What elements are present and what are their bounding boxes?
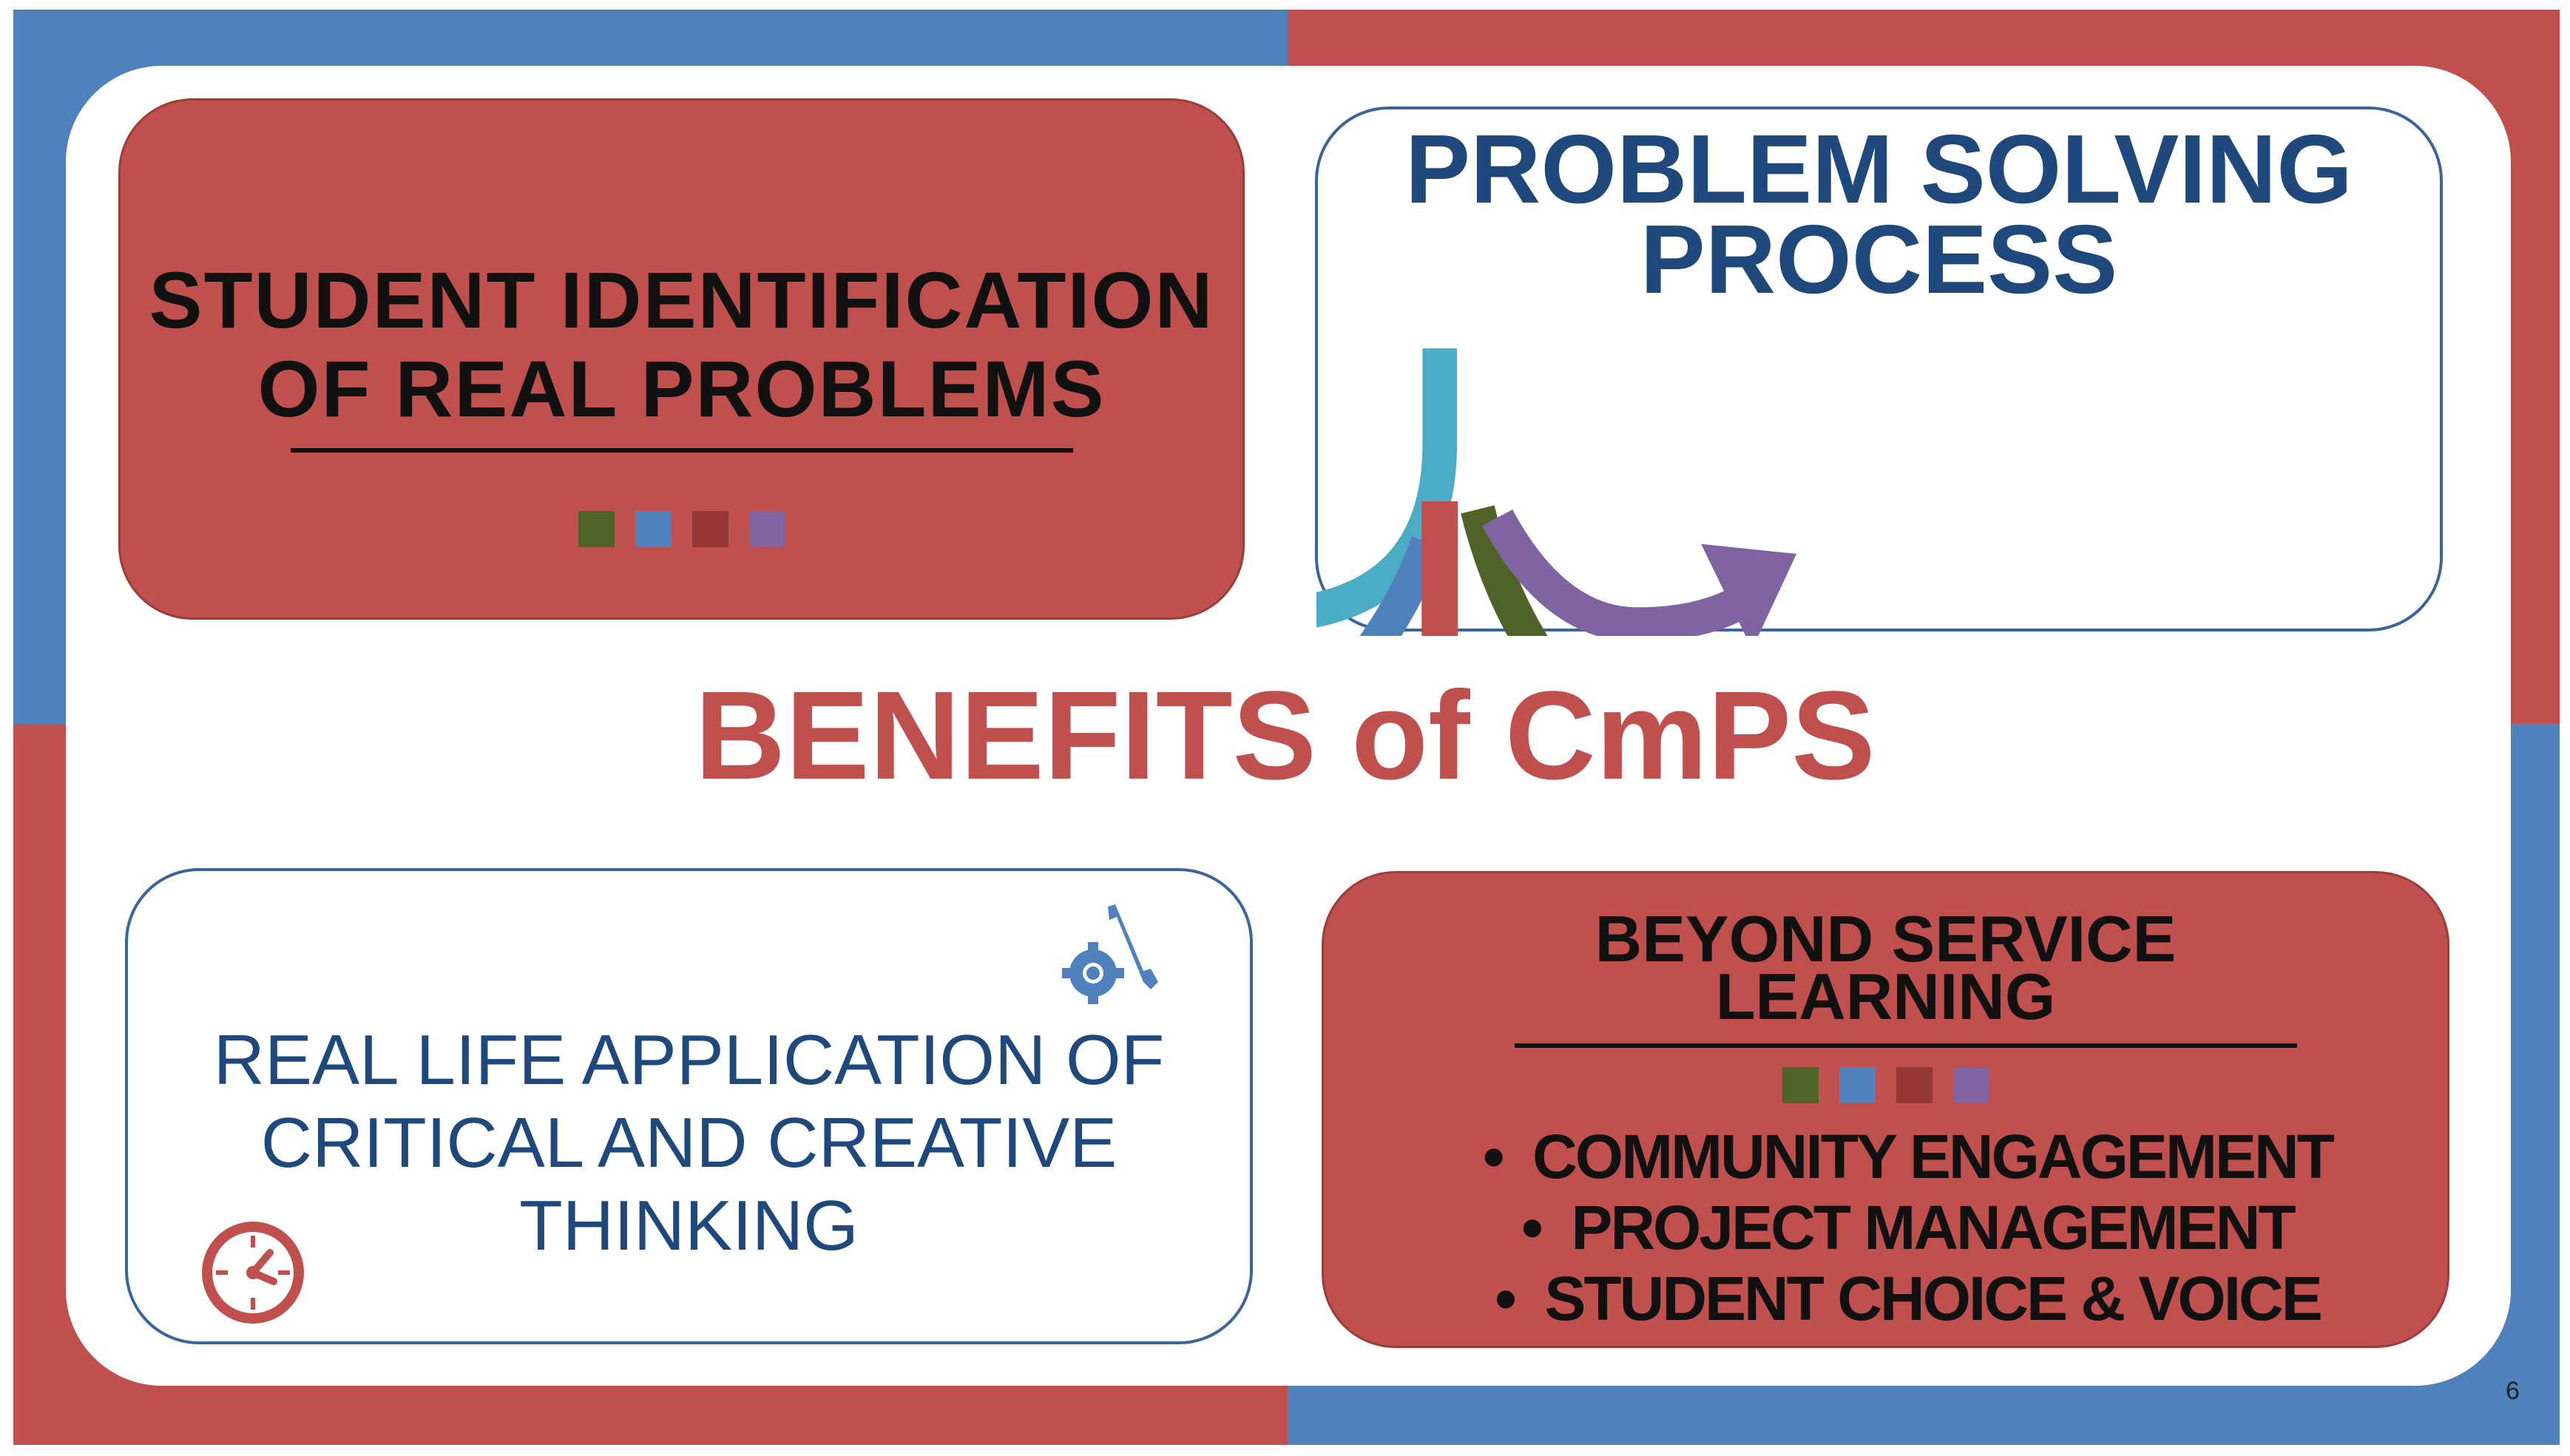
list-item: • PROJECT MANAGEMENT xyxy=(1521,1193,2296,1262)
main-title: BENEFITS of CmPS xyxy=(694,666,1876,806)
page-number: 6 xyxy=(2506,1377,2520,1405)
green-arrow xyxy=(1461,505,1548,636)
benefits-list: • COMMUNITY ENGAGEMENT • PROJECT MANAGEM… xyxy=(1368,1121,2447,1334)
list-item: • COMMUNITY ENGAGEMENT xyxy=(1483,1122,2335,1191)
box2-title-line1: PROBLEM SOLVING xyxy=(1405,115,2353,223)
blue-arrow xyxy=(1359,536,1445,636)
list-item: • STUDENT CHOICE & VOICE xyxy=(1495,1264,2323,1333)
box1-title-line2: OF REAL PROBLEMS xyxy=(257,344,1106,433)
student-identification-box: STUDENT IDENTIFICATION OF REAL PROBLEMS xyxy=(118,98,1245,620)
purple-square xyxy=(748,511,785,547)
real-life-application-box: REAL LIFE APPLICATION OF CRITICAL AND CR… xyxy=(125,868,1253,1344)
beyond-service-learning-box: BEYOND SERVICE LEARNING • COMMUNITY ENGA… xyxy=(1322,871,2449,1348)
box3-line1: REAL LIFE APPLICATION OF xyxy=(213,1020,1165,1100)
box3-line3: THINKING xyxy=(519,1186,859,1265)
green-square xyxy=(578,511,615,547)
purple-arrow xyxy=(1481,509,1797,636)
divider xyxy=(291,448,1073,453)
clock-icon xyxy=(202,1222,304,1324)
gear-wrench-icon xyxy=(1062,904,1158,1004)
box1-title-line1: STUDENT IDENTIFICATION xyxy=(149,255,1214,345)
box3-line2: CRITICAL AND CREATIVE xyxy=(260,1103,1117,1182)
problem-solving-box: PROBLEM SOLVING PROCESS xyxy=(1315,106,2443,632)
green-square xyxy=(1782,1067,1819,1103)
blue-square xyxy=(1839,1067,1876,1103)
divider xyxy=(1515,1043,2297,1048)
blue-square xyxy=(635,511,672,547)
box4-title-line2: LEARNING xyxy=(1715,960,2056,1033)
color-squares xyxy=(121,511,1242,551)
diverging-arrows-diagram xyxy=(1316,348,1797,636)
red-arrow xyxy=(1421,501,1458,636)
purple-square xyxy=(1952,1067,1989,1103)
darkred-square xyxy=(1896,1067,1932,1103)
darkred-square xyxy=(691,511,728,547)
color-squares xyxy=(1324,1067,2447,1107)
box4-title-line1: BEYOND SERVICE xyxy=(1595,902,2177,975)
box2-title-line2: PROCESS xyxy=(1640,205,2118,314)
